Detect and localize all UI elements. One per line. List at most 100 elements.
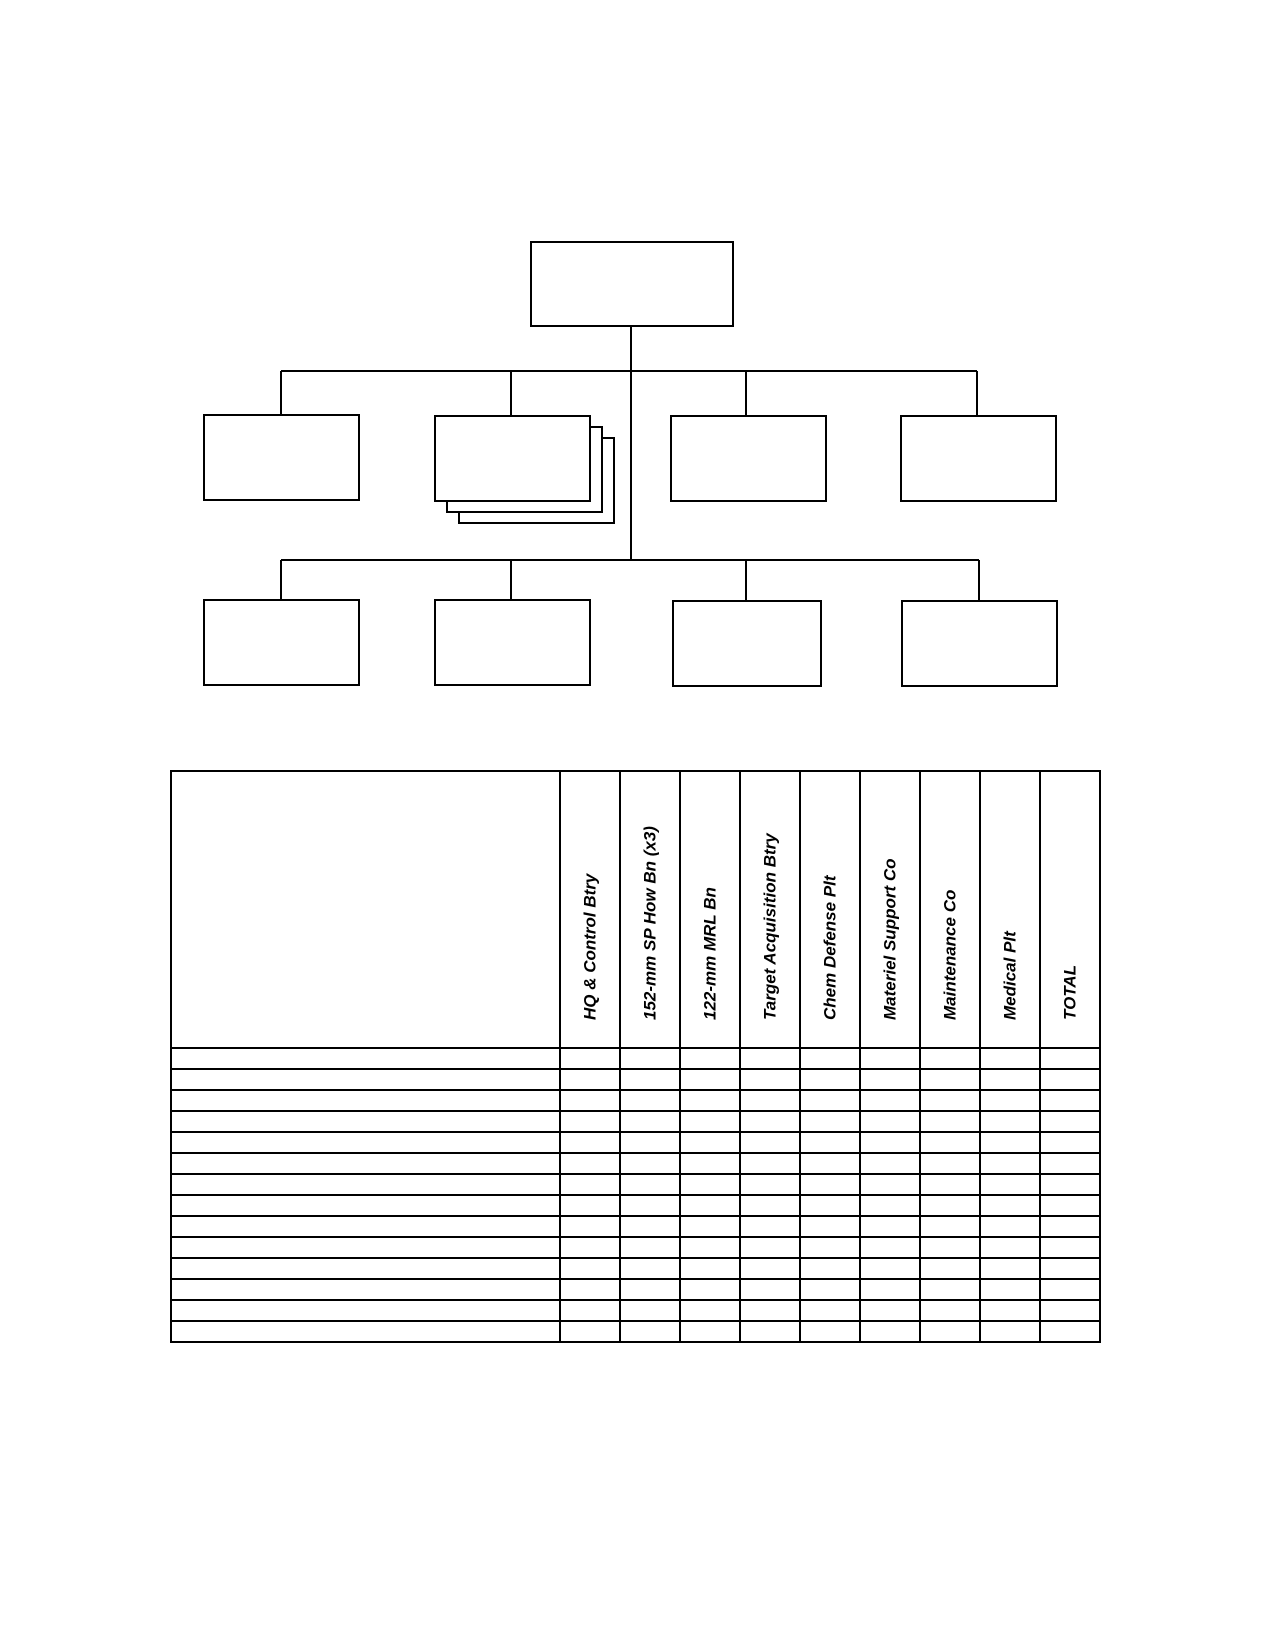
- table-cell: [619, 1047, 681, 1070]
- table-cell: [619, 1089, 681, 1112]
- table-cell: [679, 1131, 741, 1154]
- table-cell: [799, 1320, 861, 1343]
- column-header: TOTAL: [1039, 770, 1101, 1049]
- table-cell: [619, 1194, 681, 1217]
- table-cell: [619, 1299, 681, 1322]
- table-cell: [739, 1236, 801, 1259]
- table-cell: [1039, 1215, 1101, 1238]
- table-cell: [919, 1110, 981, 1133]
- table-cell: [1039, 1257, 1101, 1280]
- table-row: [170, 1152, 1101, 1175]
- table-cell: [739, 1194, 801, 1217]
- table-corner-cell: [170, 770, 561, 1049]
- table-cell: [859, 1278, 921, 1301]
- row-label-cell: [170, 1068, 561, 1091]
- table-cell: [619, 1236, 681, 1259]
- table-cell: [919, 1320, 981, 1343]
- table-cell: [679, 1194, 741, 1217]
- column-header: Chem Defense Plt: [799, 770, 861, 1049]
- table-cell: [679, 1257, 741, 1280]
- column-header-label: Target Acquisition Btry: [760, 833, 780, 1020]
- column-header: HQ & Control Btry: [559, 770, 621, 1049]
- row-label-cell: [170, 1131, 561, 1154]
- table-cell: [739, 1215, 801, 1238]
- table-cell: [559, 1278, 621, 1301]
- table-row: [170, 1047, 1101, 1070]
- table-cell: [979, 1257, 1041, 1280]
- table-cell: [979, 1320, 1041, 1343]
- table-cell: [1039, 1068, 1101, 1091]
- table-cell: [679, 1089, 741, 1112]
- table-cell: [1039, 1236, 1101, 1259]
- column-header-label: Materiel Support Co: [880, 858, 900, 1020]
- table-cell: [859, 1257, 921, 1280]
- org-box-row1-4: [900, 415, 1057, 502]
- table-cell: [859, 1152, 921, 1175]
- table-cell: [619, 1131, 681, 1154]
- table-cell: [559, 1320, 621, 1343]
- column-header-label: Chem Defense Plt: [820, 875, 840, 1020]
- table-cell: [1039, 1152, 1101, 1175]
- table-cell: [619, 1257, 681, 1280]
- table-cell: [739, 1047, 801, 1070]
- table-cell: [799, 1257, 861, 1280]
- table-cell: [559, 1257, 621, 1280]
- table-cell: [919, 1068, 981, 1091]
- table-cell: [1039, 1110, 1101, 1133]
- row-label-cell: [170, 1278, 561, 1301]
- column-header-label: HQ & Control Btry: [580, 873, 600, 1020]
- table-cell: [619, 1110, 681, 1133]
- table-row: [170, 1173, 1101, 1196]
- table-cell: [859, 1320, 921, 1343]
- table-cell: [559, 1110, 621, 1133]
- table-cell: [559, 1236, 621, 1259]
- column-header-label: 122-mm MRL Bn: [700, 887, 720, 1020]
- org-box-row2-3: [672, 600, 822, 687]
- table-cell: [559, 1152, 621, 1175]
- unit-strength-table: HQ & Control Btry 152-mm SP How Bn (x3) …: [170, 770, 1101, 1343]
- table-row: [170, 1068, 1101, 1091]
- column-header: Materiel Support Co: [859, 770, 921, 1049]
- table-cell: [1039, 1194, 1101, 1217]
- table-cell: [799, 1047, 861, 1070]
- table-cell: [919, 1257, 981, 1280]
- table-cell: [859, 1173, 921, 1196]
- table-row: [170, 1215, 1101, 1238]
- table-cell: [679, 1236, 741, 1259]
- table-cell: [919, 1089, 981, 1112]
- table-cell: [979, 1236, 1041, 1259]
- table-cell: [559, 1194, 621, 1217]
- table-cell: [979, 1173, 1041, 1196]
- column-header: Target Acquisition Btry: [739, 770, 801, 1049]
- org-box-row2-2: [434, 599, 591, 686]
- org-chart-diagram: [203, 241, 1058, 687]
- table-row: [170, 1278, 1101, 1301]
- table-cell: [919, 1215, 981, 1238]
- table-cell: [919, 1236, 981, 1259]
- table-cell: [859, 1110, 921, 1133]
- table-cell: [799, 1068, 861, 1091]
- table-cell: [739, 1320, 801, 1343]
- table-cell: [979, 1278, 1041, 1301]
- column-header-label: Medical Plt: [1000, 931, 1020, 1020]
- table-row: [170, 1131, 1101, 1154]
- table-row: [170, 1320, 1101, 1343]
- table-cell: [799, 1152, 861, 1175]
- table-cell: [979, 1110, 1041, 1133]
- table-cell: [1039, 1299, 1101, 1322]
- table-row: [170, 1089, 1101, 1112]
- table-cell: [919, 1278, 981, 1301]
- table-cell: [559, 1089, 621, 1112]
- table-cell: [739, 1068, 801, 1091]
- table-cell: [799, 1299, 861, 1322]
- table-cell: [1039, 1320, 1101, 1343]
- table-cell: [739, 1278, 801, 1301]
- table-cell: [679, 1047, 741, 1070]
- table-cell: [919, 1173, 981, 1196]
- table-cell: [619, 1215, 681, 1238]
- table-cell: [739, 1173, 801, 1196]
- table-cell: [859, 1047, 921, 1070]
- table-body: [170, 1047, 1101, 1343]
- row-label-cell: [170, 1194, 561, 1217]
- table-row: [170, 1236, 1101, 1259]
